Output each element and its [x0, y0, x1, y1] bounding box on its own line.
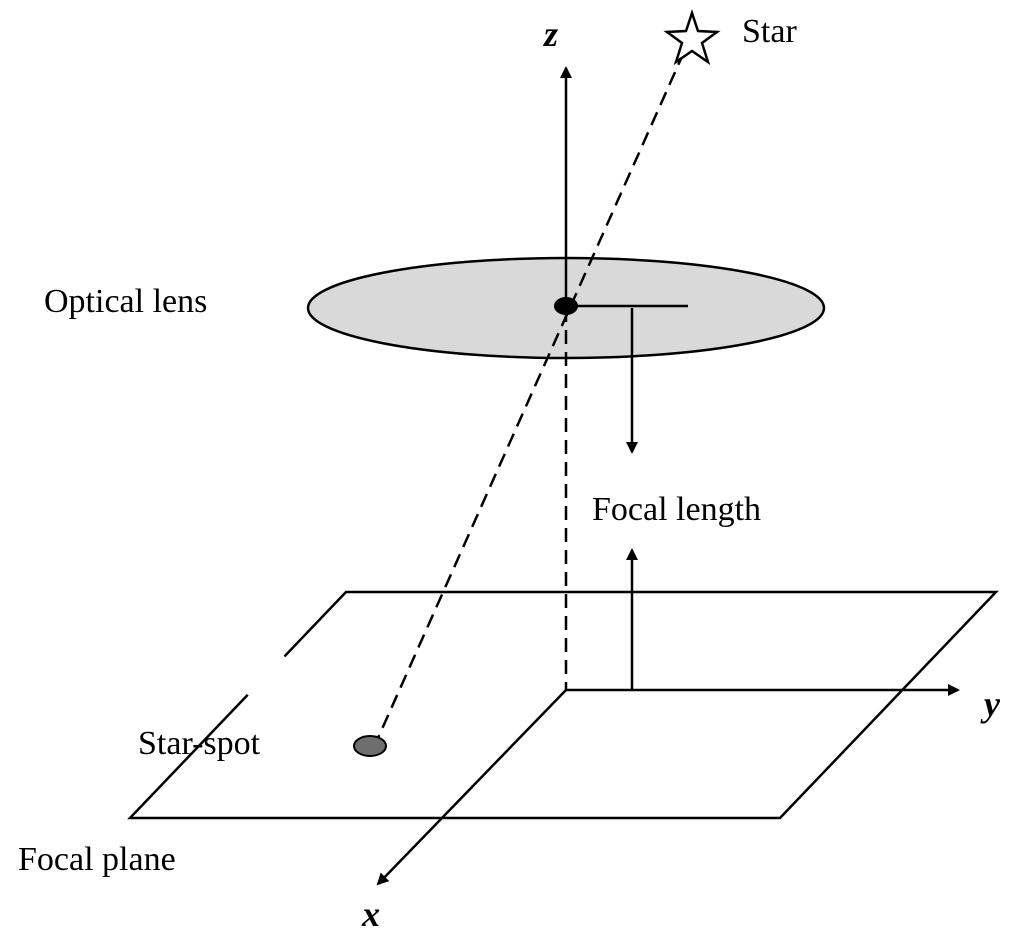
focal-plane-label: Focal plane [18, 841, 176, 878]
optical-lens-label: Optical lens [44, 283, 207, 320]
x-axis-label: x [361, 894, 380, 934]
star-outline-icon [663, 9, 721, 66]
focal-plane-edge-gap [245, 654, 288, 698]
focal-length-label: Focal length [592, 491, 761, 528]
star-ray-dashed-line [376, 51, 686, 739]
lens-center-dot [554, 297, 578, 315]
star-spot-label: Star-spot [138, 725, 261, 762]
star-spot-dot [353, 735, 387, 757]
star-label: Star [742, 13, 797, 50]
y-axis-label: y [980, 684, 1001, 724]
z-axis-label: z [542, 14, 558, 54]
focal-plane-shape [127, 590, 999, 820]
x-axis-arrow [376, 689, 567, 886]
